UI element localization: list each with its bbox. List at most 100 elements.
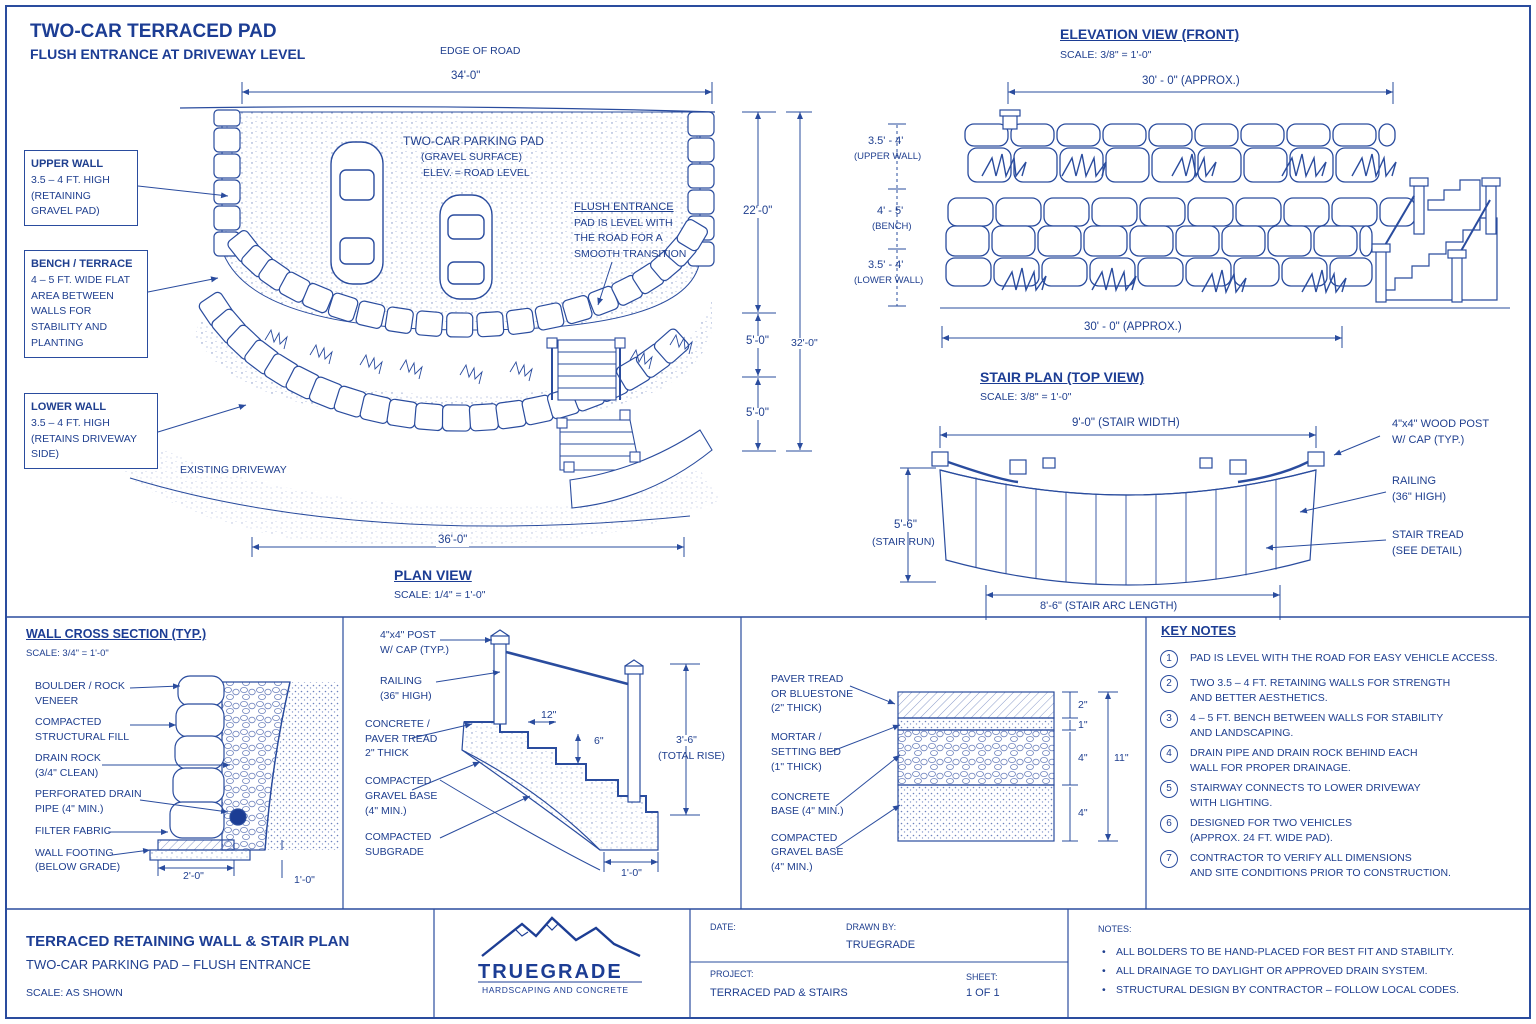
ws-fabric: FILTER FABRIC (35, 825, 112, 837)
plan-title: TWO-CAR TERRACED PAD (30, 21, 277, 42)
key-note-number: 1 (1160, 650, 1178, 668)
wall-block (1148, 123, 1193, 147)
wall-block (1041, 257, 1088, 287)
title-block-note: ALL BOLDERS TO BE HAND-PLACED FOR BEST F… (1116, 946, 1455, 958)
pd-tread-2: OR BLUESTONE (771, 688, 854, 700)
elevation-view-drawing (888, 82, 1510, 348)
sheet-value: 1 OF 1 (966, 987, 1000, 999)
key-notes-title: KEY NOTES (1161, 623, 1236, 638)
ss-base-2: GRAVEL BASE (365, 790, 438, 802)
bench-callout: BENCH / TERRACE 4 – 5 FT. WIDE FLAT AREA… (24, 250, 148, 358)
pd-dim-1: 1" (1076, 719, 1090, 731)
wall-block (386, 398, 418, 429)
lower-wall-callout: LOWER WALL 3.5 – 4 FT. HIGH (RETAINS DRI… (24, 393, 158, 469)
lower-wall-line-2: 3.5 – 4 FT. HIGH (31, 416, 110, 429)
pd-gravel-1: COMPACTED (771, 832, 838, 844)
elev-bench-label: (BENCH) (872, 221, 912, 232)
wall-block (1197, 147, 1242, 183)
wall-block (1329, 257, 1373, 287)
lower-wall-title: LOWER WALL (31, 401, 107, 413)
ss-post-1: 4"x4" POST (380, 629, 436, 641)
wall-block (355, 300, 386, 329)
elevation-dim-bottom: 30' - 0" (APPROX.) (1082, 321, 1184, 334)
bullet-icon: • (1102, 946, 1106, 958)
key-note-text-cont: AND LANDSCAPING. (1190, 727, 1294, 739)
ws-pipe-2: PIPE (4" MIN.) (35, 803, 104, 815)
key-note-number: 6 (1160, 815, 1178, 833)
wall-block (1056, 123, 1101, 147)
elev-lower-height: 3.5' - 4' (868, 259, 904, 271)
wall-block (1010, 123, 1055, 147)
stair-tread-label-2: (SEE DETAIL) (1392, 545, 1463, 557)
key-note-number: 3 (1160, 710, 1178, 728)
wood-post-label-2: W/ CAP (TYP.) (1392, 434, 1465, 446)
wall-block (441, 404, 472, 432)
railing-label-1: RAILING (1392, 475, 1437, 487)
wall-block (676, 219, 708, 252)
wall-block (1137, 257, 1184, 287)
bench-line-3: AREA BETWEEN (31, 289, 114, 302)
plan-view-drawing (120, 82, 812, 557)
sheet-subtitle: TWO-CAR PARKING PAD – FLUSH ENTRANCE (26, 957, 311, 972)
wall-block (1378, 123, 1396, 147)
wall-block (945, 225, 990, 257)
wall-block (1331, 197, 1378, 227)
pad-line-2: (GRAVEL SURFACE) (421, 151, 522, 163)
bench-title: BENCH / TERRACE (31, 258, 133, 270)
title-block-note: STRUCTURAL DESIGN BY CONTRACTOR – FOLLOW… (1116, 984, 1460, 996)
flush-entrance-title: FLUSH ENTRANCE (574, 201, 674, 213)
wall-block (1059, 147, 1104, 183)
brand-name: TRUEGRADE (478, 961, 623, 983)
bench-line-6: PLANTING (31, 336, 84, 349)
wall-block (964, 123, 1009, 147)
wall-section-scale: SCALE: 3/4" = 1'-0" (26, 648, 109, 659)
key-note-text-cont: (APPROX. 24 FT. WIDE PAD). (1190, 832, 1333, 844)
key-note-text: DESIGNED FOR TWO VEHICLES (1190, 817, 1352, 829)
bench-line-5: STABILITY AND (31, 321, 108, 333)
ss-tread-2: PAVER TREAD (365, 733, 438, 745)
drawn-by-value: TRUEGRADE (846, 939, 916, 951)
key-note-number: 7 (1160, 850, 1178, 868)
wall-block (562, 295, 593, 325)
pd-mortar-1: MORTAR / (771, 731, 822, 743)
plant-shrub (1351, 153, 1397, 179)
wall-block (1037, 225, 1082, 257)
flush-line-3: THE ROAD FOR A (574, 232, 663, 244)
wall-block (1139, 197, 1186, 227)
plant-shrub (1091, 267, 1137, 293)
ss-dim-1: 1'-0" (619, 867, 644, 879)
brand-tagline: HARDSCAPING AND CONCRETE (482, 985, 629, 995)
wall-block (468, 403, 499, 432)
key-note-text-cont: AND SITE CONDITIONS PRIOR TO CONSTRUCTIO… (1190, 867, 1451, 879)
plan-dim-bottom: 36'-0" (436, 534, 470, 547)
upper-wall-line-2: 3.5 – 4 FT. HIGH (31, 173, 110, 186)
bench-line-4: WALLS FOR (31, 305, 92, 318)
key-note-text: TWO 3.5 – 4 FT. RETAINING WALLS FOR STRE… (1190, 677, 1451, 689)
pd-mortar-2: SETTING BED (771, 746, 842, 758)
stair-plan-drawing (900, 426, 1387, 620)
elev-lower-label: (LOWER WALL) (854, 275, 924, 286)
plant-shrub (1281, 153, 1327, 179)
ws-rock-2: (3/4" CLEAN) (35, 767, 99, 779)
plan-dim-top: 34'-0" (449, 70, 483, 83)
bullet-icon: • (1102, 984, 1106, 996)
ss-base-1: COMPACTED (365, 775, 432, 787)
wall-block (945, 257, 992, 287)
wall-block (302, 282, 334, 314)
wall-block (1175, 225, 1220, 257)
stair-section-drawing (411, 629, 700, 872)
ss-rail-1: RAILING (380, 675, 423, 687)
stair-run-label: (STAIR RUN) (872, 536, 935, 548)
pad-line-3: ELEV. = ROAD LEVEL (423, 167, 530, 179)
upper-wall-line-4: GRAVEL PAD) (31, 205, 100, 218)
wall-block (1313, 225, 1358, 257)
drawn-by-label: DRAWN BY: (846, 922, 897, 932)
pd-dim-11: 11" (1112, 752, 1131, 764)
lower-wall-line-3: (RETAINS DRIVEWAY (31, 432, 137, 445)
wall-block (476, 311, 505, 338)
ws-dim-width: 2'-0" (181, 870, 206, 882)
key-note-number: 5 (1160, 780, 1178, 798)
wall-block (1286, 123, 1331, 147)
wall-block (1233, 257, 1280, 287)
ss-subgrade-1: COMPACTED (365, 831, 432, 843)
